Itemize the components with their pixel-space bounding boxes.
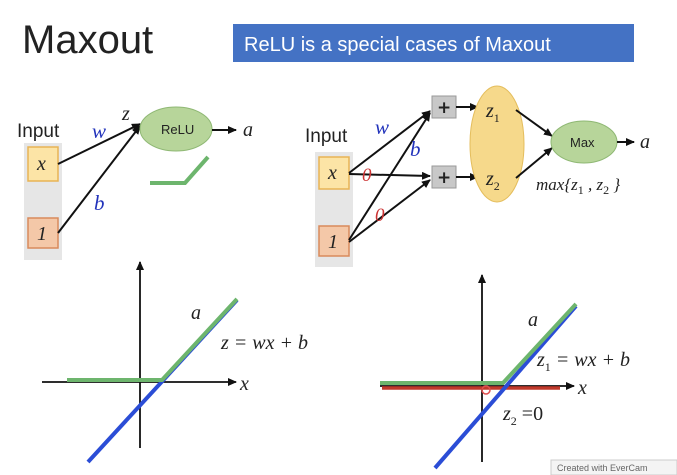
left-plot-equation: z = wx + b bbox=[220, 332, 308, 354]
slide-title: Maxout bbox=[22, 18, 153, 62]
right-zero-bottom-label: 0 bbox=[375, 205, 385, 226]
right-one-to-plus2-edge bbox=[348, 179, 431, 243]
watermark-box bbox=[550, 459, 677, 475]
left-input-label: Input bbox=[17, 121, 60, 142]
rp-eq-rest: = wx + b bbox=[551, 349, 630, 371]
z1-sub: 1 bbox=[494, 111, 500, 125]
right-input-label: Input bbox=[305, 126, 348, 147]
right-one-label: 1 bbox=[328, 231, 338, 253]
left-x-label: x bbox=[36, 153, 46, 175]
formula-mid: , z bbox=[584, 175, 604, 194]
z2-label: z2 bbox=[485, 168, 500, 193]
left-plot: x a z = wx + b bbox=[42, 261, 308, 464]
rp-eq-main: z bbox=[536, 349, 545, 371]
z-group-ellipse bbox=[469, 85, 525, 203]
right-x-box bbox=[318, 156, 350, 190]
z1-label: z1 bbox=[485, 100, 500, 125]
left-plot-relu-line bbox=[67, 297, 239, 382]
right-b-label: b bbox=[410, 137, 421, 161]
left-plot-a-label: a bbox=[191, 302, 201, 324]
z1-main: z bbox=[485, 100, 494, 122]
formula-sub1: 1 bbox=[578, 183, 584, 197]
right-plot-a-label: a bbox=[528, 309, 538, 331]
right-one-to-plus1-edge bbox=[348, 112, 431, 241]
right-plot-z1-line bbox=[433, 304, 578, 470]
plus-top-icon: + bbox=[437, 98, 451, 118]
left-z-label: z bbox=[121, 103, 130, 125]
formula-main: max{z bbox=[536, 175, 578, 194]
z2-sub: 2 bbox=[494, 179, 500, 193]
rp-z2-sub: 2 bbox=[511, 414, 517, 428]
z1-to-max-edge bbox=[515, 109, 553, 137]
rp-eq-sub: 1 bbox=[545, 360, 551, 374]
left-w-label: w bbox=[92, 119, 106, 143]
z2-to-max-edge bbox=[515, 147, 553, 179]
banner-box bbox=[233, 24, 634, 62]
left-plot-x-label: x bbox=[239, 373, 249, 395]
relu-label: ReLU bbox=[161, 122, 194, 137]
right-plot: x a z1 = wx + b z2 =0 bbox=[380, 274, 630, 470]
left-b-edge bbox=[57, 125, 141, 234]
left-x-box bbox=[27, 146, 59, 182]
right-plot-x-label: x bbox=[577, 377, 587, 399]
rp-z2-main: z bbox=[502, 403, 511, 425]
right-w-label: w bbox=[375, 115, 389, 139]
cursor-marker-icon bbox=[481, 385, 491, 395]
max-formula: max{z1 , z2 } bbox=[536, 175, 620, 197]
right-plot-z1-equation: z1 = wx + b bbox=[536, 349, 630, 374]
z2-main: z bbox=[485, 168, 494, 190]
relu-shape-icon bbox=[150, 155, 210, 185]
banner-text: ReLU is a special cases of Maxout bbox=[244, 34, 551, 56]
left-b-label: b bbox=[94, 191, 105, 215]
left-one-label: 1 bbox=[37, 223, 47, 245]
max-label: Max bbox=[570, 135, 595, 150]
right-plot-z2-equation: z2 =0 bbox=[502, 403, 543, 428]
right-zero-top-label: 0 bbox=[362, 165, 372, 186]
left-w-edge bbox=[57, 123, 141, 165]
right-one-box bbox=[318, 225, 350, 257]
formula-end: } bbox=[609, 175, 620, 194]
plus-bottom-icon: + bbox=[437, 168, 451, 188]
left-a-label: a bbox=[243, 119, 253, 141]
rp-z2-rest: =0 bbox=[517, 403, 543, 425]
left-network: Input x 1 w b z ReLU a bbox=[17, 103, 253, 260]
watermark-text: Created with EverCam bbox=[557, 463, 648, 473]
right-plot-max-line bbox=[380, 302, 578, 385]
right-a-label: a bbox=[640, 131, 650, 153]
right-network: Input x 1 w b 0 0 + + z1 z2 Ma bbox=[305, 85, 650, 267]
formula-sub2: 2 bbox=[603, 183, 609, 197]
right-x-label: x bbox=[327, 162, 337, 184]
right-x-to-plus1-edge bbox=[348, 110, 431, 174]
